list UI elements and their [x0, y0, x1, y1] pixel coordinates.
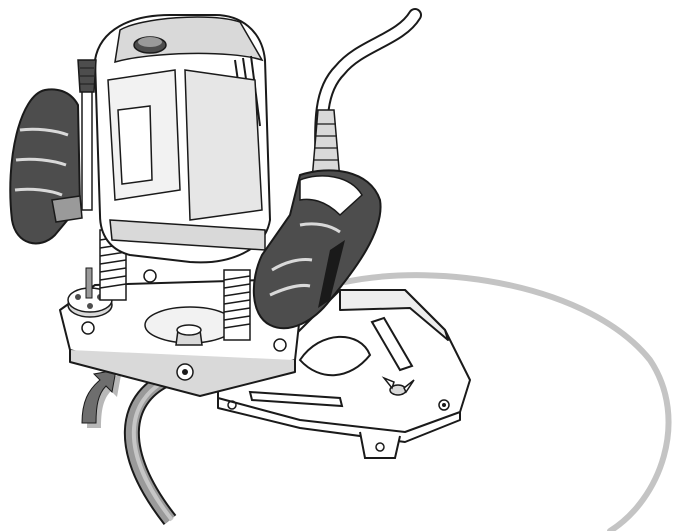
guide-arc-icon — [342, 272, 672, 531]
left-handle-icon — [9, 88, 83, 245]
depth-rod-icon — [77, 59, 97, 211]
cut-path-arc — [123, 372, 177, 525]
speed-dial-icon — [133, 36, 167, 54]
lock-knob-icon — [175, 324, 203, 346]
direction-arrow-icon — [81, 369, 121, 428]
power-cord-icon — [311, 8, 422, 181]
plunge-router-icon — [93, 14, 272, 283]
wing-nut-icon — [381, 376, 415, 396]
right-handle-icon — [252, 169, 382, 330]
circle-cutting-jig-icon — [217, 289, 471, 459]
